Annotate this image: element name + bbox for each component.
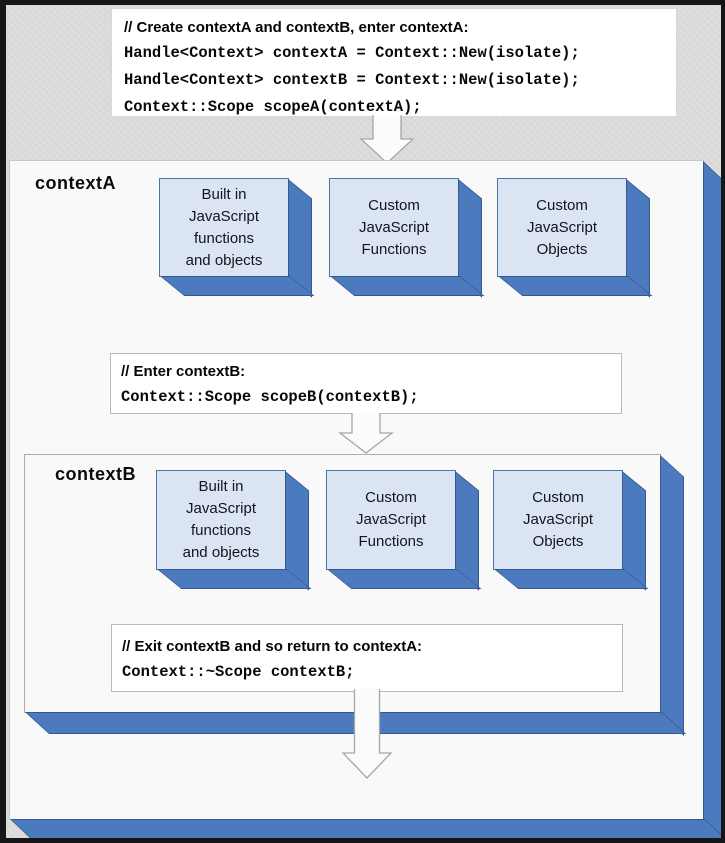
custom-js-objects-box: Custom JavaScript Objects [497,178,627,277]
box-text-line: Built in [201,185,247,203]
box-text-line: Custom [536,196,588,214]
box-text-line: JavaScript [522,511,594,528]
box-text-line: functions [190,522,252,539]
custom-js-functions-box: Custom JavaScript Functions [329,178,459,277]
box-text-line: Custom [532,489,584,506]
context-b-label: contextB [55,464,137,484]
box-text-line: and objects [182,544,260,561]
diagram-canvas: // Create contextA and contextB, enter c… [6,5,721,838]
code-line: Handle<Context> contextA = Context::New(… [124,44,580,62]
box-text-line: Objects [532,533,584,550]
box-text-line: JavaScript [355,511,427,528]
code-comment: // Exit contextB and so return to contex… [122,638,423,655]
context-b-container: contextB Built in JavaScript functions a… [24,454,661,713]
code-line: Context::Scope scopeB(contextB); [121,388,419,406]
code-box-exit-context-b: // Exit contextB and so return to contex… [111,624,623,692]
down-arrow-icon [338,413,394,454]
box-text-line: JavaScript [358,218,430,236]
box-text-line: Custom [365,489,417,506]
box-text-line: Objects [536,240,588,258]
code-box-create-contexts: // Create contextA and contextB, enter c… [111,8,677,117]
context-a-container: contextA Built in JavaScript functions a… [9,160,704,820]
code-line: Context::~Scope contextB; [122,663,355,681]
box-text-line: and objects [185,251,263,269]
code-comment: // Create contextA and contextB, enter c… [124,19,469,36]
custom-js-functions-box: Custom JavaScript Functions [326,470,456,570]
down-arrow-icon [359,115,415,164]
down-arrow-icon [341,689,393,779]
box-text-line: Built in [198,478,244,495]
box-text-line: functions [193,229,255,247]
code-line: Handle<Context> contextB = Context::New(… [124,71,580,89]
box-text-line: JavaScript [188,207,260,225]
builtin-js-box: Built in JavaScript functions and object… [156,470,286,570]
box-text-line: Functions [358,533,424,550]
box-text-line: JavaScript [185,500,257,517]
box-text-line: Custom [368,196,420,214]
code-line: Context::Scope scopeA(contextA); [124,98,422,116]
context-a-label: contextA [35,173,117,193]
code-box-enter-context-b: // Enter contextB: Context::Scope scopeB… [110,353,622,414]
box-text-line: Functions [361,240,427,258]
box-text-line: JavaScript [526,218,598,236]
custom-js-objects-box: Custom JavaScript Objects [493,470,623,570]
code-comment: // Enter contextB: [121,363,246,380]
builtin-js-box: Built in JavaScript functions and object… [159,178,289,277]
